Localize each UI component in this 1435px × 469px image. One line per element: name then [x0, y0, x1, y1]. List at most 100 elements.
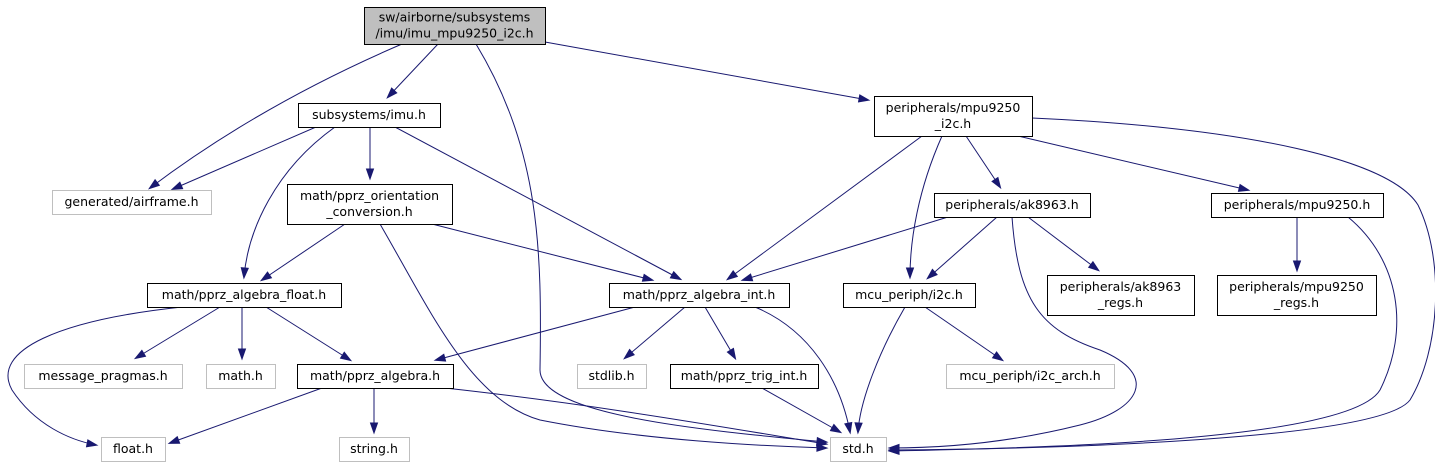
edge-line [927, 216, 998, 279]
node-box[interactable] [52, 190, 212, 215]
edge-line [1017, 135, 1249, 191]
node-float[interactable]: float.h [101, 437, 166, 462]
arrow-head [386, 87, 398, 99]
edge-line [754, 306, 851, 433]
node-box[interactable] [874, 96, 1033, 137]
node-alg-int[interactable]: math/pprz_algebra_int.h [609, 283, 790, 308]
node-label: std.h [842, 441, 873, 456]
edge-line [265, 306, 351, 361]
edge-mpu_i2c-to-ak8963 [965, 135, 1002, 190]
node-box[interactable] [297, 364, 454, 389]
node-box[interactable] [843, 283, 976, 308]
edge-line [172, 126, 317, 190]
node-alg-float[interactable]: math/pprz_algebra_float.h [147, 283, 342, 308]
arrow-head [854, 422, 863, 435]
node-ak-regs[interactable]: peripherals/ak8963_regs.h [1047, 275, 1195, 316]
node-label: _conversion.h [325, 204, 412, 219]
node-string[interactable]: string.h [339, 437, 410, 462]
node-box[interactable] [298, 103, 441, 128]
node-airframe[interactable]: generated/airframe.h [52, 190, 212, 215]
node-orient[interactable]: math/pprz_orientation_conversion.h [287, 184, 453, 225]
node-label: stdlib.h [588, 368, 634, 383]
node-label: math/pprz_orientation [300, 188, 439, 203]
edge-root-to-imu [386, 43, 439, 99]
arrow-head [905, 267, 915, 280]
edge-alg_int-to-alg [433, 306, 636, 362]
arrow-head [844, 421, 853, 435]
edge-mpu9250-to-std [887, 216, 1398, 456]
edge-line [243, 126, 336, 278]
node-ak8963[interactable]: peripherals/ak8963.h [934, 193, 1091, 218]
node-label: peripherals/mpu9250 [1229, 279, 1364, 294]
node-std[interactable]: std.h [830, 437, 887, 462]
node-imu[interactable]: subsystems/imu.h [298, 103, 441, 128]
edge-root-to-airframe [147, 43, 403, 190]
node-label: /imu/imu_mpu9250_i2c.h [375, 26, 533, 41]
edge-line [761, 387, 841, 433]
edge-alg-to-std [444, 387, 829, 447]
edge-line [624, 306, 686, 359]
node-box[interactable] [934, 193, 1091, 218]
node-box[interactable] [830, 437, 887, 462]
edge-mpu_i2c-to-alg_int [725, 135, 923, 281]
node-box[interactable] [670, 364, 819, 389]
node-label: peripherals/mpu9250 [886, 100, 1021, 115]
node-box[interactable] [1217, 275, 1377, 316]
edge-orient-to-alg_float [259, 223, 346, 282]
node-root[interactable]: sw/airborne/subsystems/imu/imu_mpu9250_i… [364, 7, 546, 45]
node-i2c-arch[interactable]: mcu_periph/i2c_arch.h [946, 364, 1115, 389]
edge-line [857, 306, 906, 433]
node-label: generated/airframe.h [64, 194, 198, 209]
edge-line [387, 43, 439, 98]
edge-line [394, 126, 681, 280]
arrow-head [857, 94, 871, 103]
node-label: math/pprz_algebra_int.h [623, 287, 776, 302]
node-label: _i2c.h [934, 116, 971, 131]
arrow-head [726, 347, 737, 361]
node-box[interactable] [147, 283, 342, 308]
node-box[interactable] [364, 7, 546, 45]
node-mpu9250[interactable]: peripherals/mpu9250.h [1211, 193, 1384, 218]
node-label: _regs.h [1097, 295, 1143, 310]
node-box[interactable] [24, 364, 183, 389]
arrow-head [433, 353, 447, 362]
edge-i2c-to-std [854, 306, 906, 435]
edge-line [889, 216, 1137, 449]
node-box[interactable] [206, 364, 276, 389]
arrow-head [1292, 260, 1302, 273]
arrow-head [85, 439, 99, 448]
node-label: math/pprz_algebra.h [310, 368, 440, 383]
edge-i2c-to-i2c_arch [924, 306, 1005, 362]
edge-alg_float-to-float [7, 306, 183, 448]
edge-line [727, 135, 923, 280]
edge-root-to-mpu_i2c [544, 41, 871, 103]
edge-alg_int-to-stdlib [623, 306, 686, 360]
arrow-head [133, 349, 147, 360]
edge-line [169, 387, 323, 444]
node-box[interactable] [577, 364, 647, 389]
node-box[interactable] [339, 437, 410, 462]
node-mpu-regs[interactable]: peripherals/mpu9250_regs.h [1217, 275, 1377, 316]
node-mpu-i2c[interactable]: peripherals/mpu9250_i2c.h [874, 96, 1033, 137]
node-label: string.h [350, 441, 398, 456]
node-box[interactable] [287, 184, 453, 225]
node-box[interactable] [101, 437, 166, 462]
arrow-head [365, 168, 375, 181]
edge-line [544, 41, 869, 101]
arrow-head [991, 176, 1002, 190]
arrow-head [339, 351, 353, 362]
node-box[interactable] [1047, 275, 1195, 316]
edge-imu-to-airframe [170, 126, 317, 190]
node-box[interactable] [946, 364, 1115, 389]
edge-line [7, 306, 183, 446]
node-msg-pragmas[interactable]: message_pragmas.h [24, 364, 183, 389]
node-alg[interactable]: math/pprz_algebra.h [297, 364, 454, 389]
node-trig[interactable]: math/pprz_trig_int.h [670, 364, 819, 389]
node-math[interactable]: math.h [206, 364, 276, 389]
node-stdlib[interactable]: stdlib.h [577, 364, 647, 389]
node-i2c[interactable]: mcu_periph/i2c.h [843, 283, 976, 308]
edge-alg_float-to-alg [265, 306, 353, 362]
edge-line [444, 387, 827, 445]
node-box[interactable] [609, 283, 790, 308]
node-box[interactable] [1211, 193, 1384, 218]
